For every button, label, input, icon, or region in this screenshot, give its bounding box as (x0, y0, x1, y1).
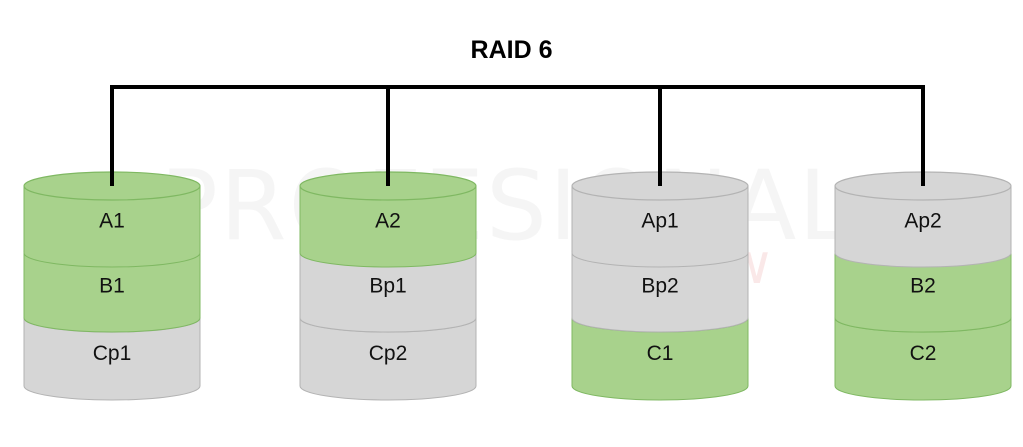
segment-body (23, 185, 201, 268)
segment-body (834, 250, 1012, 333)
segment-label: B2 (910, 275, 936, 298)
segment-label: Bp1 (369, 275, 406, 298)
disk-1: Cp1 B1 A1 (23, 171, 201, 401)
segment-body (23, 317, 201, 401)
disk-3: C1 Bp2 Ap1 (571, 171, 749, 401)
disk-4: C2 B2 Ap2 (834, 171, 1012, 401)
disk-segment-ap1: Ap1 (571, 171, 749, 268)
segment-body (834, 317, 1012, 401)
diagram-title: RAID 6 (470, 36, 553, 64)
segment-body (571, 317, 749, 401)
segment-body (299, 317, 477, 401)
segment-label: A2 (375, 210, 401, 233)
segment-label: Bp2 (641, 275, 678, 298)
segment-body (571, 250, 749, 333)
segment-label: B1 (99, 275, 125, 298)
disk-segment-ap2: Ap2 (834, 171, 1012, 268)
disk-segment-a1: A1 (23, 171, 201, 268)
segment-body (23, 250, 201, 333)
segment-label: C2 (910, 342, 937, 365)
disk-segment-a2: A2 (299, 171, 477, 268)
segment-label: Cp2 (369, 342, 408, 365)
segment-label: Cp1 (93, 342, 132, 365)
segment-label: Ap1 (641, 210, 678, 233)
disk-2: Cp2 Bp1 A2 (299, 171, 477, 401)
segment-label: C1 (647, 342, 674, 365)
segment-label: A1 (99, 210, 125, 233)
segment-body (299, 250, 477, 333)
segment-body (834, 185, 1012, 268)
segment-label: Ap2 (904, 210, 941, 233)
segment-body (299, 185, 477, 268)
segment-body (571, 185, 749, 268)
